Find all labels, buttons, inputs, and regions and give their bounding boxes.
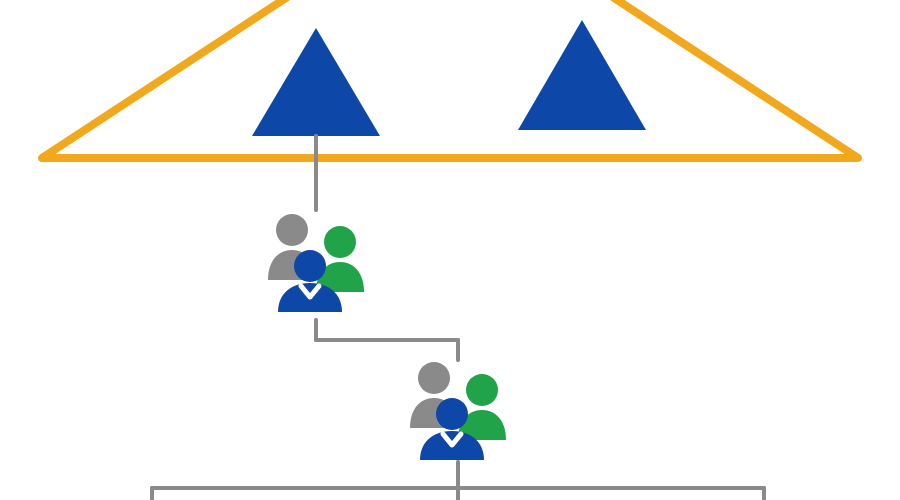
- user-group-icon-secondary: [410, 362, 506, 460]
- person-blue-collar: [440, 431, 464, 448]
- person-gray-head: [418, 362, 450, 394]
- large-outline-triangle: [38, 0, 862, 162]
- person-green-head: [324, 226, 356, 258]
- person-green-head: [466, 374, 498, 406]
- top-frame-group: [38, 0, 862, 162]
- person-green-body: [458, 410, 506, 440]
- person-blue-head: [436, 398, 468, 430]
- triangle-right: [518, 20, 646, 130]
- person-blue-head: [294, 250, 326, 282]
- person-green-body: [316, 262, 364, 292]
- user-group-icon-primary: [268, 214, 364, 312]
- person-blue-collar: [298, 283, 322, 300]
- triangle-left: [252, 28, 380, 136]
- connector-group: [150, 134, 766, 500]
- person-gray-head: [276, 214, 308, 246]
